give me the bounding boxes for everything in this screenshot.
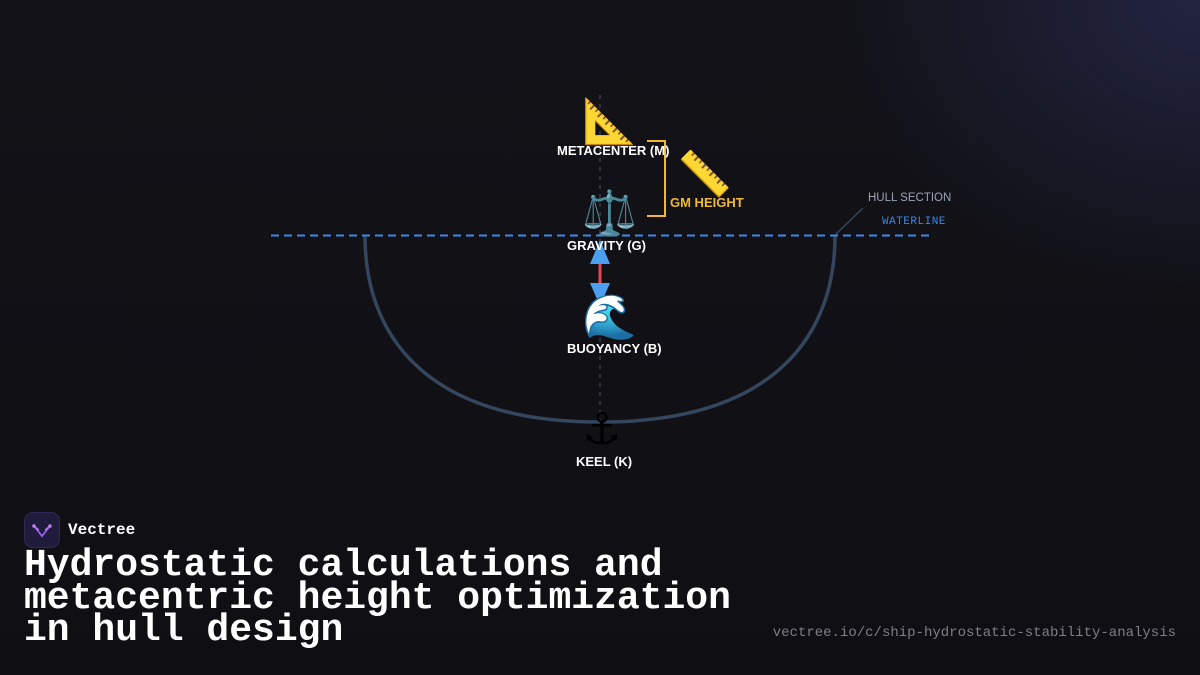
hull-section — [363, 235, 837, 424]
ruler-icon: 📏 — [677, 149, 732, 200]
hull-section-label: HULL SECTION — [868, 192, 952, 204]
triangular-ruler-icon: 📐 — [582, 96, 637, 147]
keel-label: KEEL (K) — [576, 454, 633, 469]
metacenter-label: METACENTER (M) — [557, 143, 670, 158]
buoyancy-label: BUOYANCY (B) — [567, 341, 662, 356]
page-title: Hydrostatic calculations and metacentric… — [24, 544, 731, 652]
gm-height-label: GM HEIGHT — [670, 195, 744, 210]
anchor-icon: ⚓ — [582, 404, 622, 455]
gm-bracket — [647, 140, 666, 217]
brand: Vectree — [24, 512, 135, 548]
source-url: vectree.io/c/ship-hydrostatic-stability-… — [772, 625, 1176, 641]
brand-name: Vectree — [68, 521, 136, 539]
vectree-logo-icon — [24, 512, 60, 548]
balance-scale-icon: ⚖️ — [582, 188, 637, 239]
buoyancy-arrow-head — [590, 283, 610, 306]
gravity-arrow-head — [590, 240, 610, 264]
gravity-label: GRAVITY (G) — [567, 238, 646, 253]
wave-icon: 🌊 — [582, 292, 637, 343]
waterline-label: WATERLINE — [882, 216, 946, 228]
hull-leader-line — [835, 207, 864, 235]
